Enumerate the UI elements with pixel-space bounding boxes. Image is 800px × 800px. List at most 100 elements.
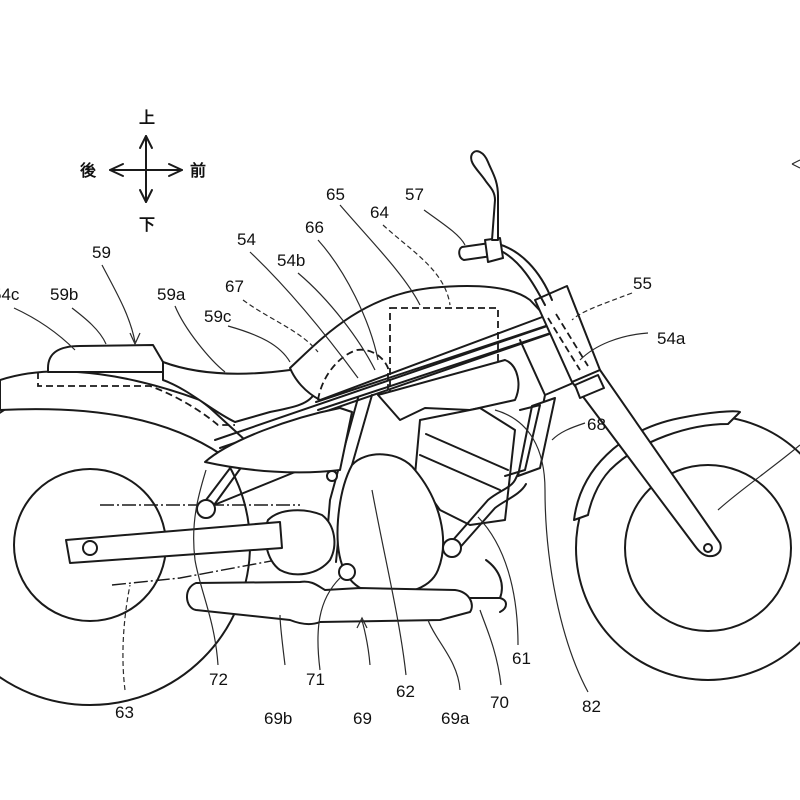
leader-55 [571, 292, 633, 321]
engine [264, 407, 516, 595]
label-62: 62 [396, 682, 415, 701]
label-57: 57 [405, 185, 424, 204]
label-65: 65 [326, 185, 345, 204]
leader-63 [122, 584, 131, 691]
compass-rear-label: 後 [80, 161, 97, 180]
leader-64-dashed [382, 224, 451, 306]
label-55: 55 [633, 274, 652, 293]
label-54a: 54a [657, 329, 686, 348]
leader-65 [339, 204, 421, 306]
label-72: 72 [209, 670, 228, 689]
leader-54c [13, 307, 76, 351]
label-59c: 59c [204, 307, 232, 326]
seat-rear-pillion-59b [47, 344, 164, 373]
front-fender [573, 410, 741, 521]
leader-71 [317, 577, 341, 671]
label-82: 82 [582, 697, 601, 716]
leader-67-dashed [242, 299, 319, 353]
up-arrowhead-icon [139, 135, 153, 149]
rear-view-mirror [470, 150, 499, 241]
label-54b: 54b [277, 251, 305, 270]
label-69a: 69a [441, 709, 470, 728]
arrowhead-69 [356, 616, 368, 629]
label-66: 66 [305, 218, 324, 237]
leader-59c [227, 325, 291, 363]
label-59a: 59a [157, 285, 186, 304]
front-arrowhead-icon [168, 163, 183, 177]
label-68: 68 [587, 415, 606, 434]
handlebar [497, 243, 553, 306]
compass-up-label: 上 [139, 108, 155, 127]
engine-fin-line [419, 433, 509, 491]
leader-68 [551, 422, 586, 441]
front-fork [571, 369, 722, 558]
label-63: 63 [115, 703, 134, 722]
pivot-bolt [196, 499, 216, 519]
label-69b: 69b [264, 709, 292, 728]
leader-57 [423, 209, 466, 246]
leader-72 [193, 469, 219, 666]
label-61: 61 [512, 649, 531, 668]
leader-82 [494, 409, 589, 693]
leader-70 [479, 609, 502, 686]
label-69: 69 [353, 709, 372, 728]
label-71: 71 [306, 670, 325, 689]
leader-front [717, 444, 800, 511]
label-59: 59 [92, 243, 111, 262]
leader-59a [174, 305, 226, 373]
handlebar-assembly [458, 150, 553, 306]
fork-clamp-lower [574, 374, 605, 399]
engine-rear-cover [264, 509, 336, 576]
leader-59 [101, 264, 136, 343]
compass-front-label: 前 [190, 161, 206, 180]
swing-arm-axle [82, 540, 98, 556]
leader-66 [317, 239, 379, 361]
leader-69b [279, 614, 286, 666]
exhaust-system [186, 469, 527, 626]
air-box [377, 359, 520, 421]
leader-lines [13, 204, 800, 693]
down-arrowhead-icon [139, 189, 153, 203]
side-cover [204, 407, 353, 474]
handlebar-clamp [484, 237, 504, 263]
front-axle [703, 543, 713, 553]
main-frame-tube-lower [317, 325, 573, 411]
view-arrow-icon [791, 159, 800, 169]
leader-69a [427, 619, 461, 691]
muffler-mount-71 [338, 563, 356, 581]
leader-54 [249, 251, 359, 379]
seat-inner-dashed [37, 372, 235, 426]
label-54: 54 [237, 230, 256, 249]
leader-61 [477, 516, 519, 646]
swing-arm [65, 521, 283, 564]
label-67: 67 [225, 277, 244, 296]
label-70: 70 [490, 693, 509, 712]
dashed-component-67 [317, 348, 389, 401]
compass-down-label: 下 [139, 215, 155, 234]
main-frame-tube-upper [315, 317, 571, 403]
exhaust-down-pipe [469, 559, 507, 613]
exhaust-joint [442, 538, 462, 558]
rear-arrowhead-icon [109, 163, 124, 177]
reference-numerals: 54c 59b 59 59a 59c 67 54 54b 66 65 64 57… [0, 185, 686, 728]
label-54c: 54c [0, 285, 20, 304]
frame-mount-bolt [326, 470, 338, 482]
arrowhead-59 [129, 332, 141, 346]
direction-compass: 上 下 後 前 [80, 108, 206, 234]
exhaust-pipe-outer [445, 469, 521, 549]
leader-69 [361, 619, 371, 666]
exhaust-pipe-inner [455, 483, 527, 553]
rear-frame-cross [213, 469, 331, 506]
label-64: 64 [370, 203, 389, 222]
seat [37, 344, 317, 426]
leader-59b [71, 307, 107, 345]
leader-62 [371, 489, 407, 676]
drive-chain-lower [111, 549, 331, 586]
leader-54b [297, 272, 376, 371]
front-rim [624, 464, 792, 632]
leader-54a [579, 332, 649, 361]
engine-crankcase [336, 453, 445, 595]
muffler-69 [186, 580, 473, 626]
label-59b: 59b [50, 285, 78, 304]
